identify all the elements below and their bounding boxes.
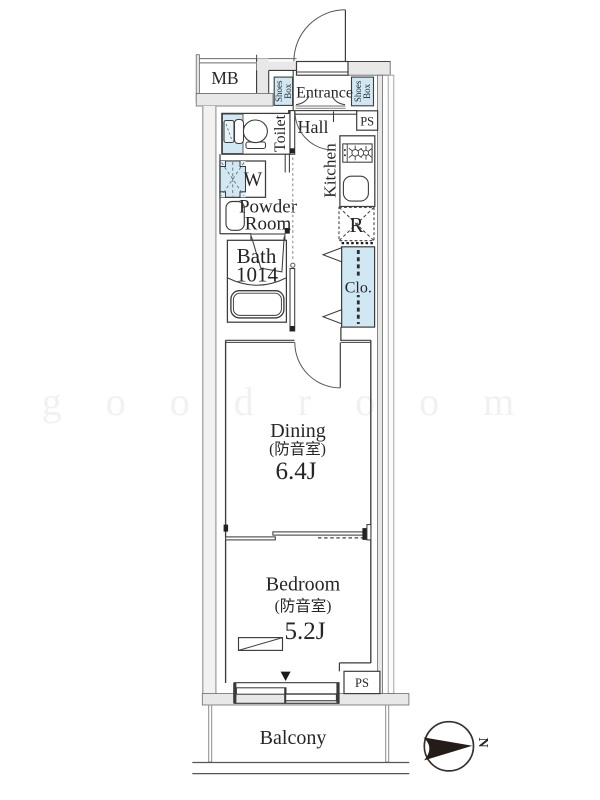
svg-text:PS: PS [355, 676, 369, 690]
svg-text:ShoesBox: ShoesBox [274, 80, 293, 102]
svg-text:Hall: Hall [298, 117, 329, 137]
svg-text:ShoesBox: ShoesBox [353, 80, 372, 102]
svg-text:5.2J: 5.2J [285, 618, 326, 645]
svg-text:PS: PS [360, 115, 374, 129]
svg-text:Bedroom: Bedroom [266, 574, 341, 596]
svg-text:Bath: Bath [237, 244, 277, 268]
svg-text:R: R [349, 213, 363, 237]
svg-text:1014: 1014 [236, 263, 279, 287]
svg-text:Powder: Powder [239, 197, 298, 218]
svg-text:(防音室): (防音室) [275, 597, 332, 615]
svg-text:goodroom: goodroom [42, 379, 558, 424]
svg-text:MB: MB [211, 68, 238, 88]
svg-text:Dining: Dining [270, 420, 326, 442]
svg-text:W: W [244, 170, 263, 191]
svg-text:Room: Room [245, 214, 292, 235]
svg-text:Clo.: Clo. [345, 280, 372, 297]
svg-text:(防音室): (防音室) [269, 440, 326, 458]
svg-text:Balcony: Balcony [260, 727, 327, 749]
svg-text:Entrance: Entrance [296, 85, 353, 102]
svg-text:Toilet: Toilet [272, 114, 289, 152]
svg-text:Kitchen: Kitchen [321, 143, 340, 198]
svg-text:6.4J: 6.4J [276, 458, 317, 485]
svg-text:N: N [475, 737, 490, 747]
